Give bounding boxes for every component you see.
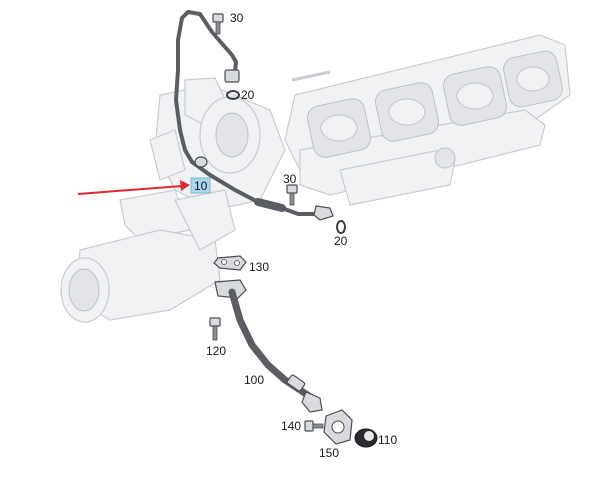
turbocharger-ghost [60,77,286,323]
banjo-bolt-lower[interactable] [286,184,298,206]
callout-10[interactable]: 10 [194,179,208,193]
callout-120[interactable]: 120 [206,344,226,358]
sealing-ring-lower[interactable] [336,220,346,234]
sealing-ring-upper[interactable] [226,90,240,100]
callout-30-upper[interactable]: 30 [230,11,244,25]
highlight-box [190,177,211,194]
callout-140[interactable]: 140 [281,419,301,433]
exhaust-manifold-ghost [284,34,571,206]
callout-30-lower[interactable]: 30 [283,172,297,186]
oil-return-line[interactable] [214,279,323,413]
callout-130[interactable]: 130 [249,260,269,274]
callout-20-upper[interactable]: 20 [241,88,255,102]
gasket-130[interactable] [213,255,247,271]
bolt-140[interactable] [304,420,324,432]
callout-100[interactable]: 100 [244,373,264,387]
callout-20-lower[interactable]: 20 [334,234,348,248]
oil-feed-line[interactable] [174,10,334,221]
bolt-120[interactable] [209,317,221,341]
gasket-150[interactable] [323,409,353,445]
callout-150[interactable]: 150 [319,446,339,460]
banjo-bolt-upper[interactable] [212,13,224,35]
callout-110[interactable]: 110 [378,433,397,447]
pointer-arrow [77,180,190,195]
grommet-110[interactable] [354,428,378,448]
